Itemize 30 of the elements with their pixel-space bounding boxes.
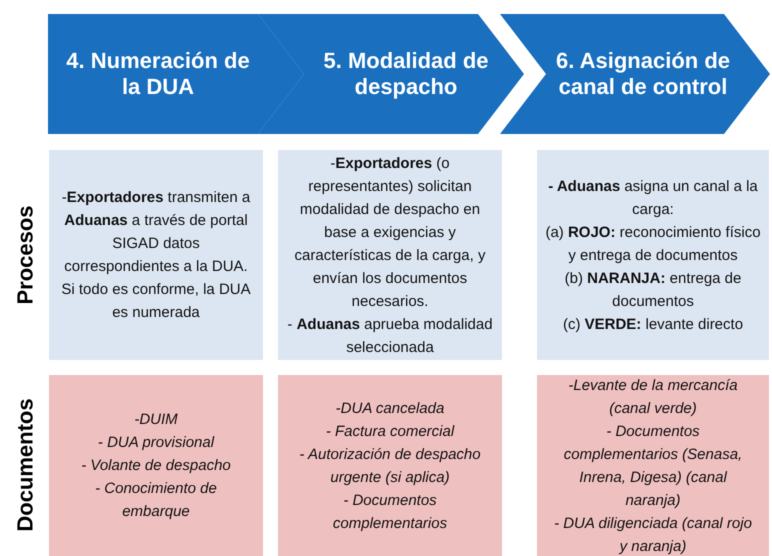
document-item: -Levante de la mercancía (canal verde) — [567, 376, 739, 418]
row-header: Procesos — [12, 205, 38, 305]
chevron-step — [258, 14, 524, 134]
process-panel — [49, 150, 263, 360]
step-title: 4. Numeración de la DUA — [65, 48, 251, 100]
document-item: - Volante de despacho — [81, 456, 231, 476]
document-item: - Autorización de despacho urgente (si aplica) — [298, 444, 482, 488]
document-item: - Conocimiento de embarque — [94, 479, 218, 522]
step-title: 5. Modalidad de despacho — [322, 48, 490, 100]
document-item: - Documentos complementarios — [332, 490, 448, 534]
document-panel — [537, 375, 769, 556]
process-text: -Exportadores transmiten a Aduanas a través de portal SIGAD datos correspondientes a la DUA. Si todo es conforme, la DUA es numerada — [60, 188, 252, 323]
process-text: - Aduanas asigna un canal a la carga: — [547, 176, 759, 220]
document-panel — [278, 375, 502, 556]
document-item: - Factura comercial — [326, 422, 454, 442]
process-text: (c) VERDE: levante directo — [562, 314, 744, 334]
chevron-step — [500, 14, 770, 134]
document-item: -DUA cancelada — [336, 398, 444, 418]
process-panel — [537, 150, 769, 360]
step-title: 6. Asignación de canal de control — [554, 48, 731, 100]
process-text: -Exportadores (o representantes) solicitan modalidad de despacho en base a exigencias y características de la carga, y envían los documentos necesarios. — [294, 154, 486, 312]
document-item: - DUA diligenciada (canal rojo y naranja) — [553, 514, 753, 556]
document-panel — [49, 375, 263, 556]
document-item: -DUIM — [134, 410, 178, 430]
process-panel — [278, 150, 502, 360]
process-text: - Aduanas aprueba modalidad seleccionada — [286, 314, 494, 358]
row-header: Documentos — [12, 398, 38, 532]
document-item: - Documentos complementarios (Senasa, Inrena, Digesa) (canal naranja) — [562, 422, 744, 510]
chevron-step — [48, 14, 304, 134]
document-item: - DUA provisional — [98, 433, 214, 453]
